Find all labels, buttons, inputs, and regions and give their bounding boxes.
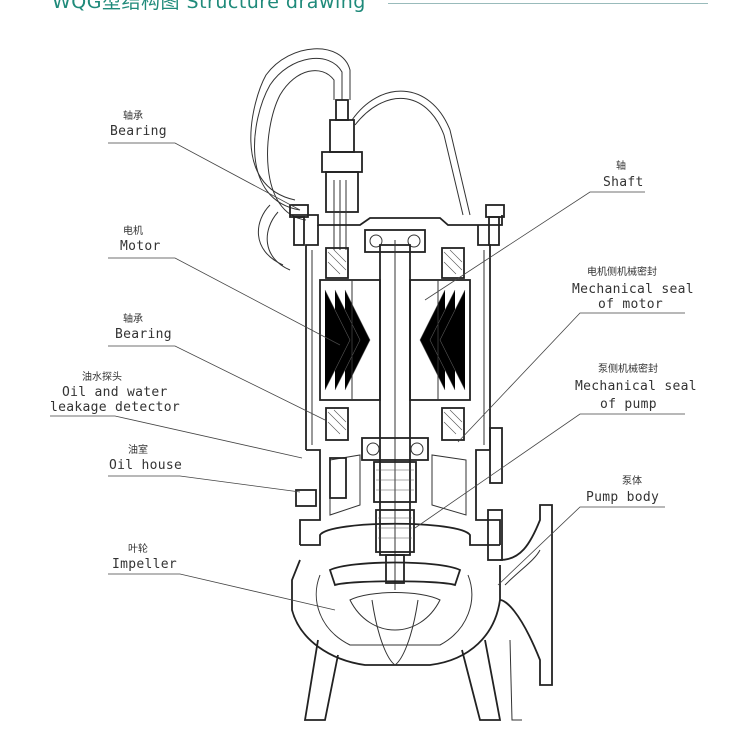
shaft xyxy=(379,240,411,590)
label-oil-house-en: Oil house xyxy=(109,458,183,473)
label-motor-zh: 电机 xyxy=(123,226,143,237)
label-pump-body-en: Pump body xyxy=(586,490,660,505)
impeller xyxy=(328,554,462,666)
leader-lines xyxy=(50,142,685,611)
pump-base xyxy=(303,639,522,721)
volute-casing xyxy=(291,504,553,686)
label-seal-pump-en1: Mechanical seal xyxy=(575,379,697,394)
housing-bolts xyxy=(487,427,503,561)
mechanical-seals xyxy=(373,461,417,553)
signal-cable xyxy=(351,90,471,216)
label-impeller-zh: 叶轮 xyxy=(128,544,148,555)
label-bearing-top-en: Bearing xyxy=(110,124,167,139)
label-seal-motor-en2: of motor xyxy=(598,297,664,312)
label-seal-motor-en1: Mechanical seal xyxy=(572,282,694,297)
label-shaft-en: Shaft xyxy=(603,175,644,190)
label-impeller-en: Impeller xyxy=(112,557,178,572)
label-bearing-bottom-zh: 轴承 xyxy=(123,314,143,325)
label-shaft-zh: 轴 xyxy=(616,161,626,172)
oil-house xyxy=(295,449,501,545)
label-motor-en: Motor xyxy=(120,239,161,254)
stator-coils xyxy=(325,247,465,441)
title-rule xyxy=(388,3,708,4)
label-leak-detector-en2: leakage detector xyxy=(50,400,181,415)
label-oil-house-zh: 油室 xyxy=(128,445,148,456)
label-leak-detector-zh: 油水探头 xyxy=(82,372,122,383)
label-leak-detector-en1: Oil and water xyxy=(62,385,168,400)
cable-gland xyxy=(321,99,363,250)
label-bearing-bottom-en: Bearing xyxy=(115,327,172,342)
label-bearing-top-zh: 轴承 xyxy=(123,111,143,122)
lower-bearing xyxy=(361,437,429,461)
label-pump-body-zh: 泵体 xyxy=(622,476,642,487)
label-seal-pump-zh: 泵侧机械密封 xyxy=(598,364,658,375)
top-cover xyxy=(289,204,505,246)
motor-housing xyxy=(305,225,491,450)
label-seal-pump-en2: of pump xyxy=(600,397,657,412)
power-cable xyxy=(250,48,351,271)
drawing-title: WQG型结构图 Structure drawing xyxy=(52,0,366,13)
label-seal-motor-zh: 电机侧机械密封 xyxy=(587,267,657,278)
